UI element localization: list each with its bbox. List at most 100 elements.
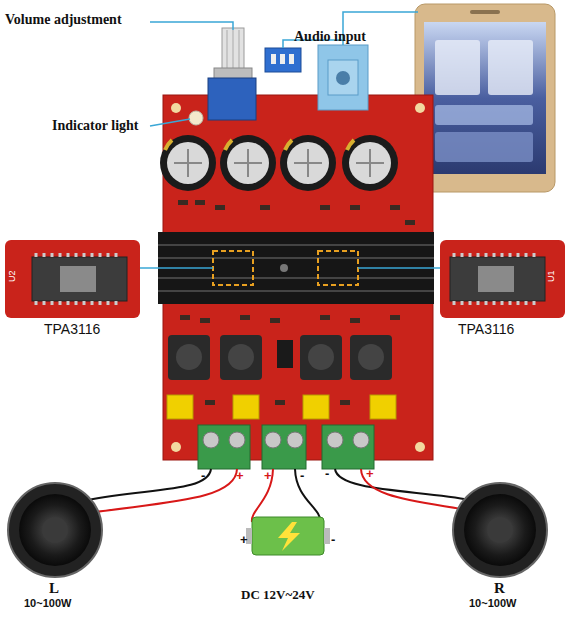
volume-potentiometer-part	[227, 30, 228, 70]
audio-jack-part	[336, 71, 350, 85]
capacitors-part	[227, 142, 269, 184]
film-capacitors-part	[370, 395, 396, 419]
phone-part	[435, 132, 533, 162]
capacitors-part	[349, 142, 391, 184]
leader-lines-part	[150, 119, 190, 126]
capacitors	[160, 135, 398, 191]
smd-parts-part	[405, 220, 415, 225]
chip-zoom-left-part	[32, 257, 127, 301]
phone-part	[435, 40, 480, 95]
smd-parts-part	[275, 400, 285, 405]
wires-part	[96, 469, 237, 512]
smd-parts-part	[320, 315, 330, 320]
pcb-board-part	[171, 442, 181, 452]
callout-label: Indicator light	[52, 118, 138, 133]
capacitors-part	[174, 149, 202, 177]
speaker-right-part	[464, 494, 536, 566]
smd-parts-part	[180, 315, 190, 320]
capacitors-part	[280, 135, 336, 191]
phone-part	[435, 105, 533, 125]
heatsink-part	[158, 244, 434, 246]
speaker-left	[8, 483, 102, 577]
chip-name: TPA3116	[458, 322, 514, 337]
heatsink-part	[158, 290, 434, 292]
smd-parts-part	[390, 205, 400, 210]
heatsink-part	[280, 264, 288, 272]
wires-part	[335, 469, 470, 500]
inductors-part	[228, 344, 254, 370]
terminal-blocks-part	[287, 432, 303, 448]
smd-parts-part	[350, 205, 360, 210]
terminal-blocks-part	[198, 425, 250, 469]
chip-zoom-right-part	[478, 266, 514, 292]
heatsink-part	[213, 251, 253, 285]
film-capacitors-part	[167, 395, 193, 419]
wires-part	[252, 469, 273, 522]
pcb-board-part	[415, 442, 425, 452]
capacitors-part	[160, 135, 216, 191]
pcb-board-part	[415, 103, 425, 113]
chip-zoom-right-part	[450, 257, 545, 301]
chip-zoom-right-part	[440, 240, 565, 318]
audio-jack-part	[318, 45, 368, 110]
inductors-part	[350, 335, 392, 380]
speaker-right	[453, 483, 547, 577]
heatsink-part	[318, 251, 358, 285]
heatsink-part	[158, 277, 434, 279]
volume-potentiometer	[208, 28, 256, 120]
callout-label: Audio input	[294, 29, 366, 44]
chip-zoom-left	[5, 240, 140, 318]
callout-label: Volume adjustment	[5, 12, 122, 27]
speaker-channel: L	[49, 580, 59, 597]
terminal-blocks-part	[353, 432, 369, 448]
indicator-led	[189, 111, 203, 125]
chip-name: TPA3116	[44, 322, 100, 337]
chip-designator: U1	[547, 270, 557, 282]
leader-lines-part	[140, 267, 213, 269]
polarity-mark: +	[366, 467, 374, 481]
chip-zoom-right-part	[454, 253, 534, 305]
smd-parts-part	[205, 400, 215, 405]
smd-parts-part	[350, 318, 360, 323]
speaker-left-part	[8, 483, 102, 577]
speaker-right-part	[453, 483, 547, 577]
capacitors-part	[234, 149, 262, 177]
smd-parts-part	[390, 315, 400, 320]
supply-voltage: DC 12V~24V	[241, 588, 315, 602]
volume-potentiometer-part	[233, 30, 234, 70]
capacitors-part	[167, 142, 209, 184]
inductors-part	[220, 335, 262, 380]
polarity-mark: +	[264, 469, 272, 483]
capacitors-part	[285, 140, 292, 150]
leader-lines	[140, 12, 440, 268]
capacitors-part	[356, 149, 384, 177]
inductors-part	[300, 335, 342, 380]
film-capacitors-part	[233, 395, 259, 419]
audio-jack	[318, 45, 368, 110]
heatsink-part	[158, 257, 434, 259]
terminal-blocks-part	[265, 432, 281, 448]
pcb-board-part	[171, 103, 181, 113]
smd-parts-part	[320, 205, 330, 210]
speaker-right-part	[487, 517, 513, 543]
audio-jack-part	[328, 60, 358, 95]
smd-parts-part	[200, 318, 210, 323]
volume-potentiometer-part	[222, 28, 244, 73]
capacitors-part	[225, 140, 232, 150]
inductors-part	[176, 344, 202, 370]
capacitors-part	[165, 140, 172, 150]
polarity-mark: -	[300, 469, 304, 483]
battery-part	[278, 522, 300, 551]
wires-part	[88, 469, 211, 500]
phone-part	[415, 4, 555, 192]
chip-zoom-left-part	[36, 253, 116, 305]
phone-part	[488, 40, 533, 95]
smd-parts-part	[195, 200, 205, 205]
power-rating: 10~100W	[24, 597, 71, 609]
smd-parts-part	[240, 315, 250, 320]
inductors-part	[358, 344, 384, 370]
terminal-blocks-part	[229, 432, 245, 448]
leader-lines-part	[150, 22, 233, 30]
